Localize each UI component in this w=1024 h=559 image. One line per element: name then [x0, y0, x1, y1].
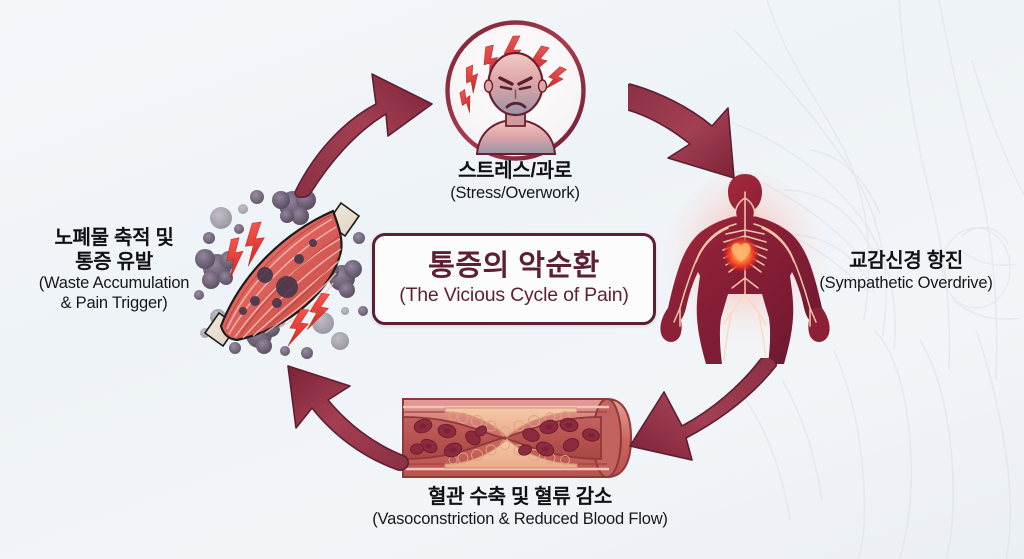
- stressed-head-lightning-icon: [445, 20, 586, 161]
- node-label-waste-kr-line2: 통증 유발: [75, 250, 153, 273]
- nervous-system-body-icon: [660, 171, 830, 364]
- constricted-blood-vessel-icon: [402, 398, 633, 478]
- node-label-stress-kr: 스트레스/과로: [458, 160, 572, 182]
- node-label-waste-en-line1: (Waste Accumulation: [38, 274, 190, 293]
- node-label-sympathetic-kr: 교감신경 항진: [849, 250, 963, 272]
- center-title-en: (The Vicious Cycle of Pain): [399, 284, 629, 307]
- node-label-waste-en-line2: & Pain Trigger): [60, 293, 168, 312]
- node-label-vasoconstriction: 혈관 수축 및 혈류 감소 (Vasoconstriction & Reduce…: [320, 486, 720, 529]
- node-label-vasoconstriction-kr: 혈관 수축 및 혈류 감소: [428, 486, 612, 508]
- node-label-sympathetic-en: (Sympathetic Overdrive): [819, 273, 993, 292]
- node-label-waste: 노폐물 축적 및 통증 유발 (Waste Accumulation & Pai…: [14, 227, 214, 313]
- center-title-badge: 통증의 악순환 (The Vicious Cycle of Pain): [372, 233, 656, 325]
- node-label-vasoconstriction-en: (Vasoconstriction & Reduced Blood Flow): [372, 509, 668, 528]
- node-label-stress: 스트레스/과로 (Stress/Overwork): [395, 160, 635, 203]
- arrow-sympathetic-to-vaso: [629, 358, 777, 461]
- center-title-kr: 통증의 악순환: [428, 249, 600, 282]
- node-label-sympathetic: 교감신경 항진 (Sympathetic Overdrive): [800, 250, 1012, 293]
- inflamed-muscle-waste-icon: [194, 190, 368, 359]
- node-label-waste-kr-line1: 노폐물 축적 및: [54, 227, 174, 249]
- node-label-stress-en: (Stress/Overwork): [450, 183, 580, 202]
